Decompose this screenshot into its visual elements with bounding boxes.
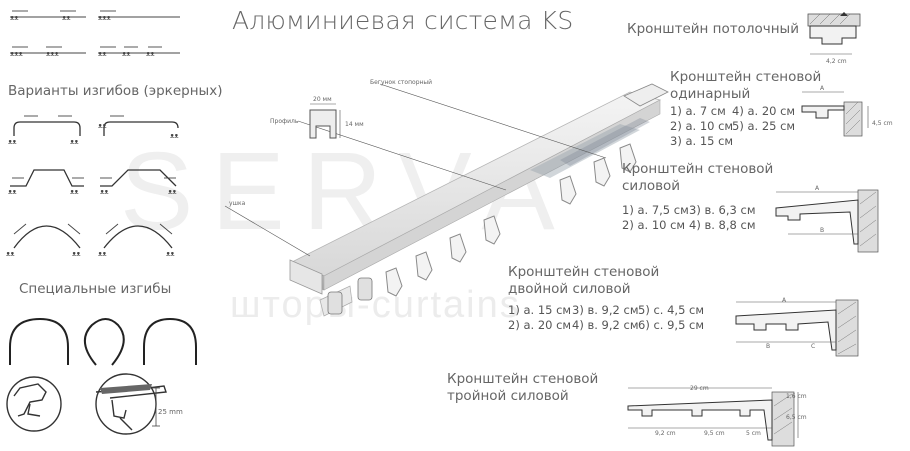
spec-item: 1) а. 7 см (670, 104, 726, 118)
ear-label: ушка (229, 200, 246, 207)
triple-dim-total: 29 cm (690, 385, 709, 392)
single-bracket-title-2: одинарный (670, 86, 751, 102)
spec-item: 2) а. 10 см (670, 119, 734, 133)
svg-text:ᴥᴥ: ᴥᴥ (98, 250, 107, 258)
spec-item: 3) в. 9,2 см (572, 303, 639, 317)
power-dim-b: B (820, 227, 825, 234)
svg-text:ᴥᴥ: ᴥᴥ (98, 50, 107, 58)
triple-dim-s1: 9,2 cm (655, 430, 676, 437)
svg-text:ᴥᴥ: ᴥᴥ (166, 250, 175, 258)
spec-item: 5) с. 4,5 см (638, 303, 705, 317)
triple-dim-h1: 1,6 cm (786, 393, 807, 400)
page-title: Алюминиевая система KS (232, 6, 574, 35)
spec-item: 1) а. 7,5 см (622, 203, 689, 217)
svg-text:ᴥᴥ: ᴥᴥ (8, 138, 17, 146)
spec-item: 5) а. 25 см (732, 119, 796, 133)
watermark-text: шторы-curtains (230, 284, 521, 326)
svg-text:ᴥᴥ: ᴥᴥ (100, 188, 109, 196)
triple-dim-h2: 6,5 cm (786, 414, 807, 421)
double-dim-c: C (811, 343, 816, 350)
svg-text:ᴥᴥ: ᴥᴥ (72, 250, 81, 258)
power-bracket-title-2: силовой (622, 178, 681, 194)
single-dim-a: A (820, 85, 825, 92)
svg-text:ᴥᴥ: ᴥᴥ (170, 132, 179, 140)
svg-text:ᴥᴥ: ᴥᴥ (168, 188, 177, 196)
double-dim-a: A (782, 297, 787, 304)
spec-item: 2) а. 10 см (622, 218, 686, 232)
spec-item: 1) а. 15 см (508, 303, 572, 317)
bay-variants-heading: Варианты изгибов (эркерных) (8, 83, 223, 99)
double-bracket-specs: 1) а. 15 см3) в. 9,2 см5) с. 4,5 см 2) а… (508, 303, 704, 333)
svg-text:ᴥᴥ: ᴥᴥ (10, 14, 19, 22)
profile-label: Профиль (270, 118, 299, 125)
triple-bracket-title-1: Кронштейн стеновой (447, 371, 599, 387)
svg-text:ᴥᴥ: ᴥᴥ (62, 14, 71, 22)
svg-text:ᴥᴥ: ᴥᴥ (8, 188, 17, 196)
double-bracket-drawing (735, 299, 859, 357)
double-bracket-title-2: двойной силовой (508, 281, 631, 297)
power-dim-a: A (815, 185, 820, 192)
power-bracket-drawing (775, 189, 879, 253)
svg-text:ᴥᴥ: ᴥᴥ (6, 250, 15, 258)
triple-bracket-title-2: тройной силовой (447, 388, 569, 404)
profile-height-label: 14 мм (345, 121, 364, 128)
ceiling-dim: 4,2 cm (826, 58, 847, 65)
spec-item: 3) в. 6,3 см (689, 203, 756, 217)
rail-illustration (224, 83, 669, 317)
ceiling-bracket-drawing (807, 12, 861, 55)
bend-height-label: 25 mm (158, 408, 183, 416)
svg-text:ᴥᴥ: ᴥᴥ (70, 188, 79, 196)
single-bracket-title-1: Кронштейн стеновой (670, 69, 822, 85)
svg-text:ᴥᴥ: ᴥᴥ (70, 138, 79, 146)
bay-bend-variants: ᴥᴥ ᴥᴥ ᴥᴥ ᴥᴥ ᴥᴥ ᴥᴥ ᴥᴥ ᴥᴥ ᴥᴥ ᴥᴥ ᴥᴥ ᴥᴥ (6, 115, 179, 258)
bend-detail-drawings (6, 373, 167, 435)
spec-item: 3) а. 15 см (670, 134, 734, 148)
single-bracket-drawing (801, 91, 869, 137)
runner-stopper-label: Бегунок стопорный (370, 79, 433, 86)
svg-text:ᴥᴥᴥ: ᴥᴥᴥ (46, 50, 59, 58)
svg-text:ᴥᴥ: ᴥᴥ (98, 122, 107, 130)
profile-width-label: 20 мм (313, 96, 332, 103)
svg-text:ᴥᴥᴥ: ᴥᴥᴥ (98, 14, 111, 22)
spec-item: 4) в. 8,8 см (689, 218, 756, 232)
triple-dim-s3: 5 cm (746, 430, 761, 437)
special-bends-heading: Специальные изгибы (19, 281, 172, 297)
spec-item: 4) а. 20 см (732, 104, 796, 118)
double-dim-b: B (766, 343, 771, 350)
single-bracket-specs: 1) а. 7 см 4) а. 20 см 2) а. 10 см5) а. 2… (670, 104, 795, 149)
double-bracket-title-1: Кронштейн стеновой (508, 264, 660, 280)
svg-text:ᴥᴥᴥ: ᴥᴥᴥ (10, 50, 23, 58)
single-dim-h: 4,5 cm (872, 120, 893, 127)
triple-bracket-drawing (627, 387, 799, 447)
special-bend-shapes (9, 317, 197, 366)
power-bracket-title-1: Кронштейн стеновой (622, 161, 774, 177)
svg-text:ᴥᴥ: ᴥᴥ (122, 50, 131, 58)
spec-item: 2) а. 20 см (508, 318, 572, 332)
ceiling-bracket-title: Кронштейн потолочный (627, 21, 799, 37)
spec-item: 4) в. 9,2 см (572, 318, 639, 332)
triple-dim-s2: 9,5 cm (704, 430, 725, 437)
svg-text:ᴥᴥ: ᴥᴥ (146, 50, 155, 58)
spec-item: 6) с. 9,5 см (638, 318, 705, 332)
